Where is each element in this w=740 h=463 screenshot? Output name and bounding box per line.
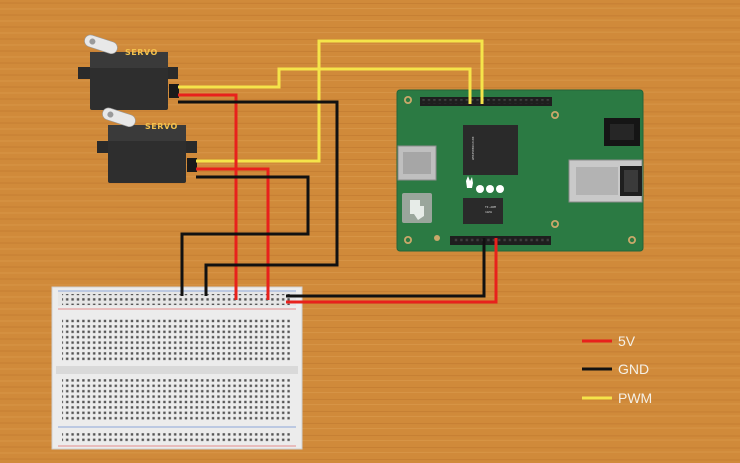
pwm-wire-servo-2 — [196, 39, 484, 163]
svg-text:1GHz: 1GHz — [485, 210, 492, 214]
servo-horn-1 — [84, 34, 118, 55]
wires — [178, 39, 498, 304]
hand-and-dots-logo — [466, 176, 504, 193]
vcc-wire-servo-1 — [178, 93, 238, 300]
gnd-wire-servo-2 — [180, 175, 310, 296]
servo-label-1: SERVO — [125, 48, 158, 57]
servo-motor-2: SERVO — [97, 107, 197, 183]
servo-label-2: SERVO — [145, 122, 178, 131]
memory-chip — [463, 198, 503, 224]
bottom-power-rail — [62, 431, 290, 443]
legend-item-5v: 5V — [582, 333, 636, 349]
legend-item-gnd: GND — [582, 361, 649, 377]
legend-label-gnd: GND — [618, 361, 649, 377]
svg-text:TI-ARM: TI-ARM — [485, 205, 496, 209]
breadboard — [51, 286, 303, 450]
controller-board: AM3358BZCZ100 TI-ARM 1GHz — [396, 89, 644, 252]
legend-label-pwm: PWM — [618, 390, 652, 406]
servo-horn-2 — [102, 107, 136, 128]
terminal-strip-lower — [62, 378, 290, 422]
legend: 5V GND PWM — [582, 333, 652, 406]
processor-chip — [463, 125, 518, 175]
terminal-strip-upper — [62, 318, 290, 362]
vcc-wire-servo-2 — [196, 167, 270, 300]
legend-item-pwm: PWM — [582, 390, 652, 406]
pwm-wire-servo-1 — [178, 67, 472, 104]
gnd-wire-servo-1 — [178, 100, 339, 296]
legend-label-5v: 5V — [618, 333, 636, 349]
servo-motor-1: SERVO — [78, 34, 179, 110]
gnd-wire-board — [286, 238, 486, 298]
center-channel — [56, 366, 298, 374]
vcc-wire-board — [286, 238, 498, 304]
svg-text:AM3358BZCZ100: AM3358BZCZ100 — [471, 136, 475, 160]
